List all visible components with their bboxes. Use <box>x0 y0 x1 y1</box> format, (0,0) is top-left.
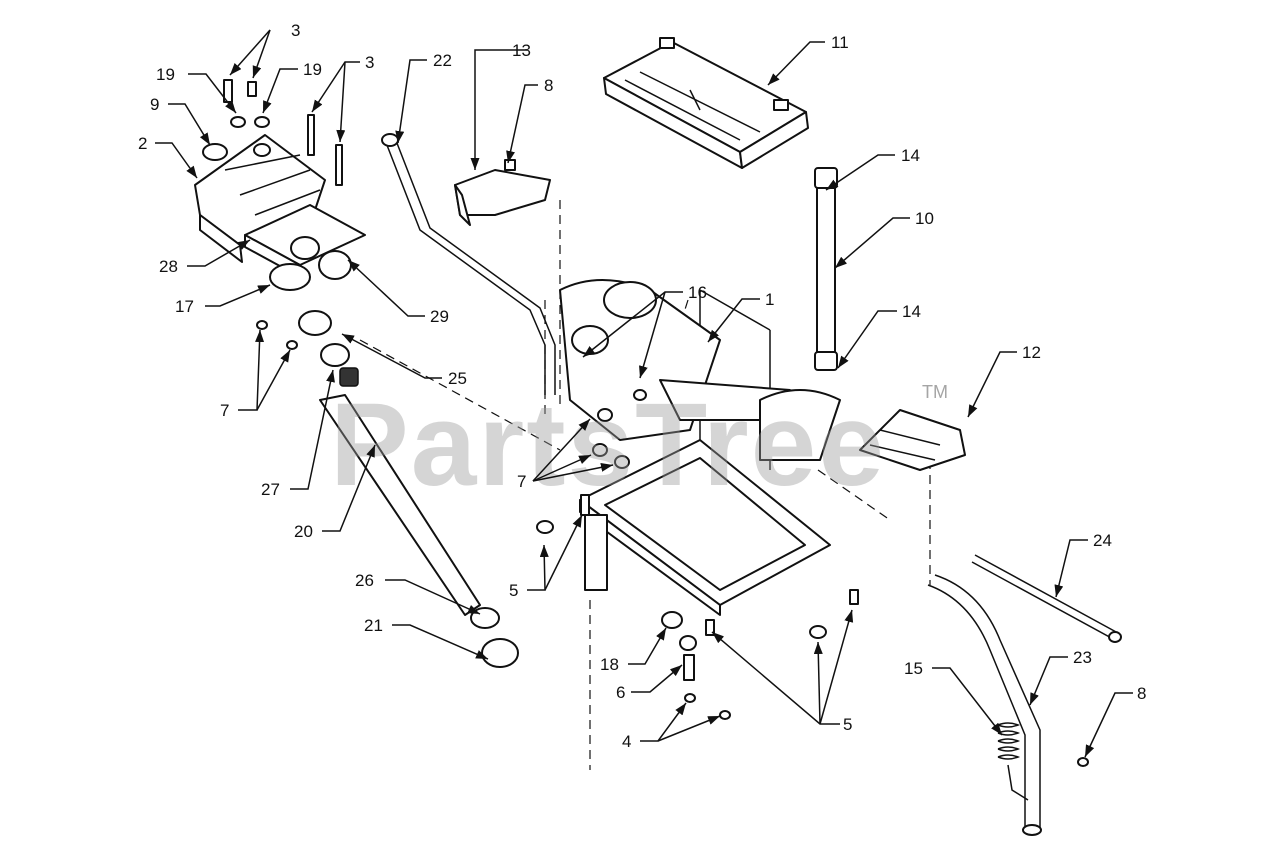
callout-26: 26 <box>355 571 374 590</box>
callout-9: 9 <box>150 95 159 114</box>
watermark-brand: PartsTree <box>330 379 886 511</box>
callout-17: 17 <box>175 297 194 316</box>
callout-6: 6 <box>616 683 625 702</box>
callout-2: 2 <box>138 134 147 153</box>
callout-14: 14 <box>901 146 920 165</box>
callout-21: 21 <box>364 616 383 635</box>
callout-19: 19 <box>156 65 175 84</box>
callout-4: 4 <box>622 732 631 751</box>
callout-27: 27 <box>261 480 280 499</box>
callout-20: 20 <box>294 522 313 541</box>
spring-15-part <box>997 722 1029 801</box>
callout-19: 19 <box>303 60 322 79</box>
callout-3: 3 <box>365 53 374 72</box>
callout-13: 13 <box>512 41 531 60</box>
callout-23: 23 <box>1073 648 1092 667</box>
callout-7: 7 <box>220 401 229 420</box>
lever-23-part <box>927 574 1042 836</box>
callout-10: 10 <box>915 209 934 228</box>
callout-3: 3 <box>291 21 300 40</box>
leader-lines <box>155 29 1133 758</box>
callout-18: 18 <box>600 655 619 674</box>
callout-22: 22 <box>433 51 452 70</box>
callout-5: 5 <box>509 581 518 600</box>
callout-29: 29 <box>430 307 449 326</box>
callout-25: 25 <box>448 369 467 388</box>
watermark: PartsTree TM <box>330 379 948 511</box>
callout-11: 11 <box>831 33 849 52</box>
mount-bracket-part <box>559 279 841 461</box>
callout-1: 1 <box>765 290 774 309</box>
rod-22-part <box>381 133 556 395</box>
bracket-12-part <box>859 409 966 471</box>
fasteners <box>223 79 1089 767</box>
steering-shaft-part <box>269 263 519 668</box>
battery-part <box>603 37 809 169</box>
rail-24-part <box>971 554 1122 643</box>
callout-5: 5 <box>843 715 852 734</box>
callout-28: 28 <box>159 257 178 276</box>
battery-tray-part <box>579 289 831 616</box>
callout-16: 16 <box>688 283 707 302</box>
callout-14: 14 <box>902 302 921 321</box>
watermark-trademark: TM <box>922 382 948 402</box>
callout-8: 8 <box>1137 684 1146 703</box>
hold-down-rod-part <box>814 167 838 371</box>
callout-8: 8 <box>544 76 553 95</box>
callout-24: 24 <box>1093 531 1112 550</box>
bracket-13-part <box>454 159 551 226</box>
callout-labels: 3 19 19 3 9 2 28 17 29 25 7 27 20 26 21 … <box>138 21 1146 751</box>
callout-7: 7 <box>517 472 526 491</box>
callout-12: 12 <box>1022 343 1041 362</box>
callout-15: 15 <box>904 659 923 678</box>
